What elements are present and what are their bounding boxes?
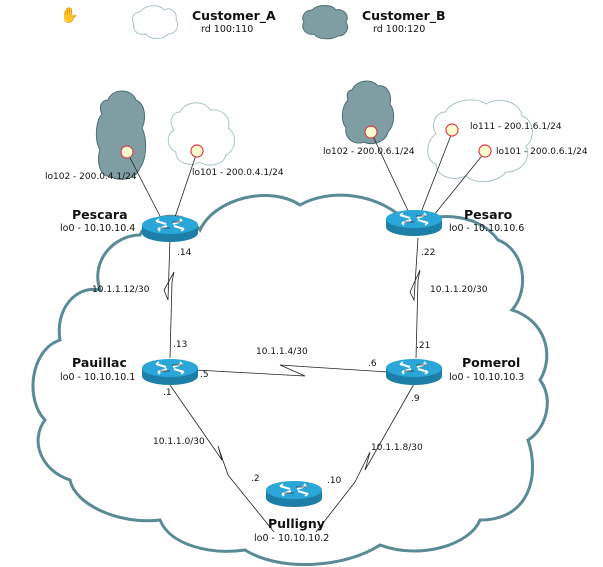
router-name-pesaro: Pesaro: [464, 207, 513, 222]
loopback-label-pesaro-lo101: lo101 - 200.0.6.1/24: [496, 147, 588, 157]
customer-b-cloud-pesaro: [341, 80, 395, 145]
legend-customer-a-rd: rd 100:110: [201, 24, 254, 35]
legend-customer-a-name: Customer_A: [192, 8, 276, 23]
loopback-label-pescara-lo102: lo102 - 200.0.4.1/24: [45, 172, 137, 182]
loopback-label-pesaro-lo111: lo111 - 200.1.6.1/24: [470, 122, 562, 132]
link-subnet-pescara-pauillac: 10.1.1.12/30: [92, 285, 150, 295]
link-pomerol-pulligny: [315, 383, 415, 533]
router-icon-pulligny[interactable]: [264, 479, 324, 509]
link-pesaro-pomerol: [409, 237, 421, 359]
link-subnet-pauillac-pulligny: 10.1.1.0/30: [153, 437, 205, 447]
ip-pulligny-2: .2: [251, 474, 260, 484]
serial-links: [163, 237, 421, 533]
provider-core-cloud: [31, 193, 549, 567]
ip-pescara-14: .14: [177, 248, 192, 258]
legend-cloud-customer-a-icon: [131, 5, 179, 39]
router-lo0-pescara: lo0 - 10.10.10.4: [60, 223, 136, 234]
loopback-pesaro-lo111: [445, 123, 459, 137]
ip-pomerol-6: .6: [368, 359, 377, 369]
ip-pomerol-21: .21: [416, 341, 431, 351]
router-icon-pesaro[interactable]: [384, 208, 444, 238]
ip-pauillac-5: .5: [200, 370, 209, 380]
customer-a-cloud-pesaro: [427, 99, 533, 182]
link-subnet-pomerol-pulligny: 10.1.1.8/30: [371, 443, 423, 453]
router-icon-pescara[interactable]: [140, 214, 200, 244]
customer-b-cloud-pescara: [95, 90, 147, 180]
link-pauillac-pulligny: [169, 384, 275, 533]
router-name-pescara: Pescara: [72, 207, 128, 222]
router-icon-pomerol[interactable]: [384, 357, 444, 387]
link-subnet-pauillac-pomerol: 10.1.1.4/30: [256, 347, 308, 357]
router-name-pulligny: Pulligny: [268, 516, 325, 531]
ip-pauillac-13: .13: [173, 340, 188, 350]
loopback-pesaro-lo102: [364, 125, 378, 139]
router-name-pomerol: Pomerol: [462, 355, 521, 370]
loopback-label-pescara-lo101: lo101 - 200.0.4.1/24: [192, 168, 284, 178]
ip-pomerol-9: .9: [411, 394, 420, 404]
router-lo0-pesaro: lo0 - 10.10.10.6: [449, 223, 525, 234]
legend-customer-b-name: Customer_B: [362, 8, 446, 23]
link-subnet-pesaro-pomerol: 10.1.1.20/30: [430, 285, 488, 295]
loopback-pesaro-lo101: [478, 144, 492, 158]
router-icon-pauillac[interactable]: [140, 357, 200, 387]
router-lo0-pomerol: lo0 - 10.10.10.3: [449, 372, 525, 383]
legend-customer-b-rd: rd 100:120: [373, 24, 426, 35]
link-pescara-pauillac: [163, 237, 175, 359]
loopback-label-pesaro-lo102: lo102 - 200.0.6.1/24: [323, 147, 415, 157]
router-name-pauillac: Pauillac: [72, 355, 127, 370]
link-pauillac-pomerol: [194, 364, 389, 377]
router-lo0-pulligny: lo0 - 10.10.10.2: [254, 533, 330, 544]
loopback-links: [126, 129, 486, 221]
ip-pauillac-1: .1: [163, 388, 172, 398]
hand-cursor-icon[interactable]: ✋: [60, 6, 79, 24]
legend-cloud-customer-b-icon: [302, 5, 349, 40]
customer-a-cloud-pescara: [167, 102, 235, 166]
loopback-pescara-lo101: [190, 144, 204, 158]
ip-pesaro-22: .22: [421, 248, 436, 258]
loopback-pescara-lo102: [120, 145, 134, 159]
ip-pulligny-10: .10: [327, 476, 342, 486]
router-lo0-pauillac: lo0 - 10.10.10.1: [60, 372, 136, 383]
